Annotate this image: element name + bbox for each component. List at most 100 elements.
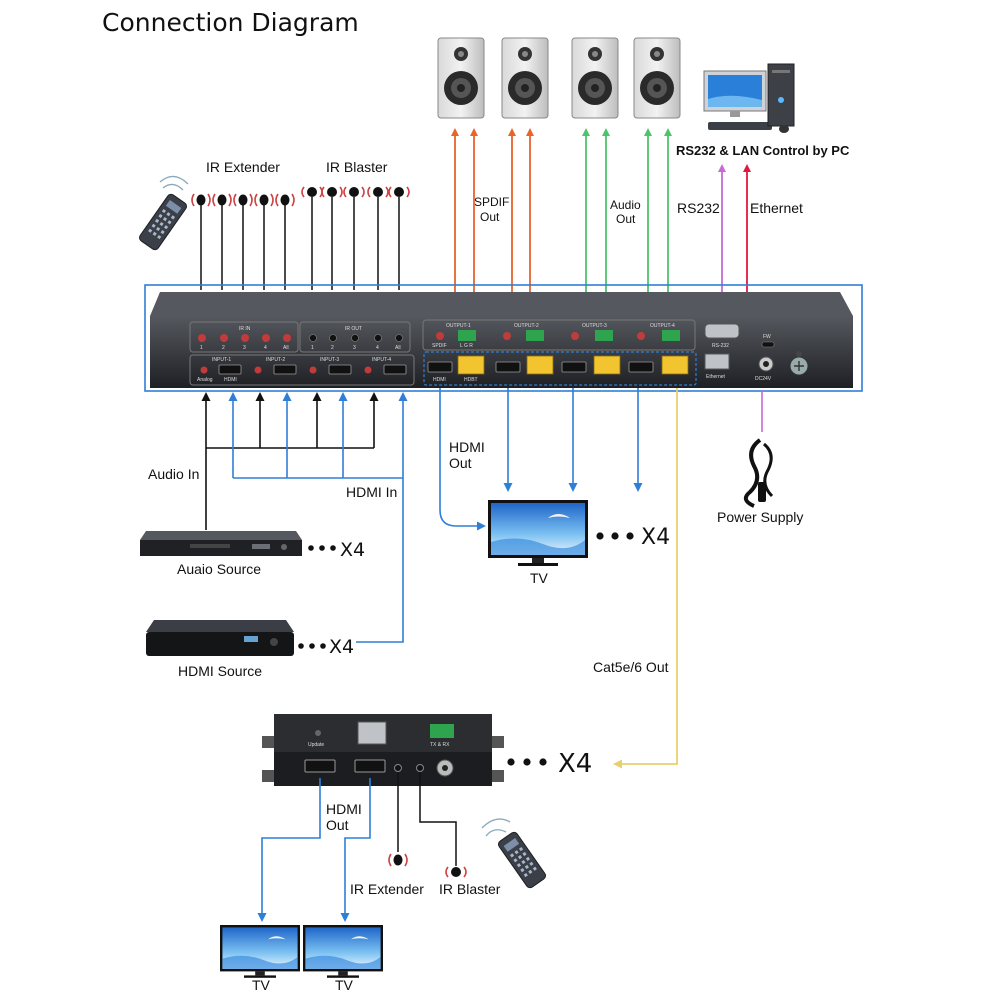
cat-out-line [613, 388, 678, 769]
remote-control-icon [137, 192, 189, 252]
output-spdif-label: SPDIF [432, 343, 447, 349]
audio-out-label-2: Out [616, 212, 636, 226]
output-3-label: OUTPUT-3 [582, 323, 607, 329]
audio-in-label: Audio In [148, 466, 199, 482]
receiver-hdmi-out-label-1: HDMI [326, 801, 362, 817]
speaker-icon [501, 37, 549, 119]
spdif-out-arrows [451, 128, 534, 305]
ellipsis-dots [596, 532, 634, 540]
ir-out-panel [299, 321, 411, 353]
receiver-ir-blaster-icon [445, 866, 467, 878]
rs232-port [704, 323, 740, 339]
cat-out-label: Cat5e/6 Out [593, 659, 669, 675]
hdmi-source-x4-label: X4 [329, 636, 354, 658]
ir-extender-icon [233, 193, 253, 207]
ir-blaster-icon [388, 186, 410, 198]
receiver-x4-label: X4 [558, 749, 592, 779]
ir-in-port-4: 4 [264, 345, 267, 351]
audio-source-x4-label: X4 [340, 539, 365, 561]
ir-blaster-emitters [301, 186, 410, 198]
hdmi-hdbt-frame [423, 351, 697, 386]
receiver-tv-icon-2 [303, 925, 383, 978]
ir-extender-emitters [191, 193, 295, 207]
dc-port-label: DC24V [755, 376, 772, 382]
ir-out-port-2: 2 [331, 345, 334, 351]
ir-out-port-all: All [395, 345, 401, 351]
ir-in-panel [189, 321, 299, 353]
tv-label: TV [530, 570, 549, 586]
output-4-label: OUTPUT-4 [650, 323, 675, 329]
page-title: Connection Diagram [102, 8, 359, 37]
outputs-audio-panel [422, 319, 696, 351]
ir-in-label: IR IN [239, 326, 251, 332]
input-hdmi-label: HDMI [224, 377, 237, 383]
rs232-label: RS232 [677, 200, 720, 216]
rs232-port-label: RS-232 [712, 343, 729, 349]
output-lgr-label: L G R [460, 343, 473, 349]
receiver-tv-label-2: TV [335, 977, 354, 993]
ir-out-label: IR OUT [345, 326, 362, 332]
receiver-hdmi-out-label-2: Out [326, 817, 349, 833]
ir-in-port-1: 1 [200, 345, 203, 351]
ir-extender-icon [254, 193, 274, 207]
receiver-tv-label-1: TV [252, 977, 271, 993]
audio-out-label-1: Audio [610, 198, 641, 212]
hdmi-source-label: HDMI Source [178, 663, 262, 679]
input-2-label: INPUT-2 [266, 357, 285, 363]
ir-blaster-icon [321, 186, 343, 198]
hdmi-source-device [146, 620, 294, 656]
matrix-device: IR IN 1 2 3 4 All IR OUT 1 2 3 4 All INP… [150, 292, 853, 388]
hdmi-out-arrows [439, 388, 643, 531]
audio-source-label: Auaio Source [177, 561, 261, 577]
hdmi-out-label-1: HDMI [449, 439, 485, 455]
receiver-ir-extender-icon [388, 853, 408, 867]
audio-source-device [140, 531, 302, 556]
ir-blaster-icon [301, 186, 323, 198]
hdmi-in-label: HDMI In [346, 484, 397, 500]
power-supply-label: Power Supply [717, 509, 803, 525]
hdmi-in-lines [228, 392, 408, 643]
ellipsis-dots [298, 643, 326, 649]
ir-blaster-icon [343, 186, 365, 198]
output-hdmi-label: HDMI [433, 377, 446, 383]
receiver-device: Update TX & RX [262, 714, 504, 786]
input-4-label: INPUT-4 [372, 357, 391, 363]
ellipsis-dots [308, 545, 336, 551]
ir-extender-icon [275, 193, 295, 207]
ir-extender-icon [191, 193, 211, 207]
tv-x4-label: X4 [641, 525, 670, 550]
receiver-update-label: Update [308, 742, 324, 748]
ethernet-port [704, 353, 730, 370]
receiver-ir-blaster-label: IR Blaster [439, 881, 501, 897]
speaker-icon [571, 37, 619, 119]
fw-label: FW [763, 334, 771, 340]
ir-extender-label: IR Extender [206, 159, 280, 175]
ir-out-port-1: 1 [311, 345, 314, 351]
input-analog-label: Analog [197, 377, 213, 383]
receiver-txrx-label: TX & RX [430, 742, 450, 748]
receiver-tv-icon-1 [220, 925, 300, 978]
ellipsis-dots [507, 758, 547, 766]
ir-out-port-4: 4 [376, 345, 379, 351]
ir-extender-icon [212, 193, 232, 207]
receiver-remote-icon [496, 830, 548, 890]
ir-cables [200, 197, 400, 290]
inputs-panel [189, 354, 415, 386]
ir-blaster-icon [367, 186, 389, 198]
ir-in-port-all: All [283, 345, 289, 351]
rs232-lan-label: RS232 & LAN Control by PC [676, 143, 850, 158]
ir-in-port-2: 2 [222, 345, 225, 351]
ethernet-port-label: Ethernet [706, 374, 726, 380]
receiver-hdmi-lines [257, 778, 371, 922]
ir-in-port-3: 3 [243, 345, 246, 351]
speaker-icon [633, 37, 681, 119]
output-1-label: OUTPUT-1 [446, 323, 471, 329]
audio-speakers [571, 37, 681, 119]
speaker-icon [437, 37, 485, 119]
input-1-label: INPUT-1 [212, 357, 231, 363]
output-hdbt-label: HDBT [464, 377, 478, 383]
receiver-ir-extender-label: IR Extender [350, 881, 424, 897]
spdif-out-label-1: SPDIF [474, 195, 509, 209]
audio-out-arrows [582, 128, 672, 305]
